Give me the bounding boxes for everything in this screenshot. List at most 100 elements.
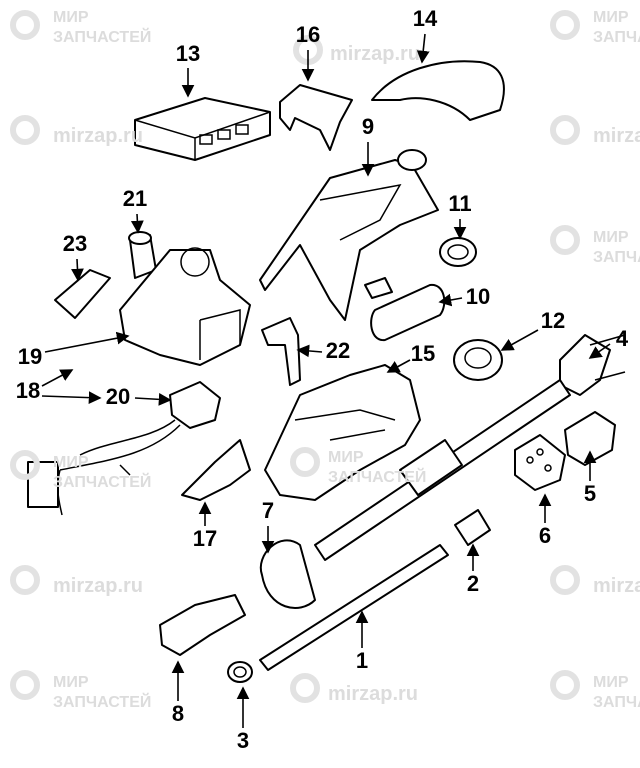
callout-3: 3 [236, 686, 250, 753]
callout-16: 16 [296, 22, 320, 82]
watermark-text: ЗАПЧАСТЕЙ [53, 692, 151, 711]
part-number-label: 12 [541, 308, 565, 333]
watermark-logo-icon [10, 10, 40, 40]
watermark-text: МИР [53, 454, 89, 471]
part-13-control-module [134, 97, 271, 161]
watermark-text: МИР [593, 674, 629, 691]
part-number-label: 11 [448, 191, 471, 216]
part-number-label: 15 [411, 341, 435, 366]
part-23-plate [54, 269, 111, 319]
callout-19: 19 [18, 331, 130, 369]
part-number-label: 18 [16, 378, 40, 403]
callout-9: 9 [361, 114, 375, 177]
part-9-column-bracket [259, 159, 439, 321]
watermark-logo-icon [550, 225, 580, 255]
watermark-text: ЗАПЧАСТЕЙ [593, 247, 640, 266]
part-19-lock-housing [119, 249, 251, 366]
callout-5: 5 [583, 450, 597, 506]
part-number-label: 7 [262, 498, 274, 523]
part-6-plate [514, 434, 566, 491]
watermark-text: ЗАПЧАСТЕЙ [328, 467, 426, 486]
watermark-text: ЗАПЧАСТЕЙ [593, 692, 640, 711]
callout-15: 15 [386, 341, 435, 373]
part-number-label: 19 [18, 344, 42, 369]
part-11-clamp [439, 237, 477, 267]
watermark-logo-icon [10, 450, 40, 480]
callout-6: 6 [538, 493, 552, 548]
part-14-upper-shroud [371, 60, 505, 121]
part-number-label: 6 [539, 523, 551, 548]
part-12-ring [453, 339, 503, 381]
callout-4: 4 [588, 326, 629, 359]
callout-17: 17 [193, 501, 217, 551]
callout-14: 14 [413, 6, 438, 64]
watermark-text: mirzap.ru [593, 125, 640, 147]
watermark-logo-icon [290, 673, 320, 703]
watermark-logo-icon [550, 670, 580, 700]
watermark-text: mirzap.ru [53, 575, 143, 597]
part-3-seal [227, 661, 253, 683]
part-number-label: 16 [296, 22, 320, 47]
part-number-label: 8 [172, 701, 184, 726]
watermark-logo-icon [550, 115, 580, 145]
callout-arrow [500, 329, 539, 351]
callout-21: 21 [123, 186, 147, 234]
watermark-text: МИР [593, 229, 629, 246]
part-10-lock-cylinder [370, 283, 446, 342]
callout-18: 18 [16, 369, 102, 405]
part-15-lower-shroud [264, 364, 421, 501]
part-number-label: 23 [63, 231, 87, 256]
callout-arrow [438, 293, 463, 307]
part-20-ignition-switch [169, 381, 221, 429]
part-number-label: 22 [326, 338, 350, 363]
watermark-logo-icon [550, 565, 580, 595]
part-4-yoke [559, 334, 611, 396]
callout-23: 23 [63, 231, 87, 282]
callout-arrow [588, 343, 611, 359]
callout-10: 10 [438, 284, 490, 309]
watermark-logo-icon [10, 115, 40, 145]
part-number-label: 9 [362, 114, 374, 139]
callout-7: 7 [261, 498, 275, 554]
part-number-label: 13 [176, 41, 200, 66]
watermark-text: mirzap.ru [328, 683, 418, 705]
part-2-coupling [454, 509, 491, 546]
watermark-text: ЗАПЧАСТЕЙ [593, 27, 640, 46]
callout-arrow [386, 359, 411, 373]
watermark-text: mirzap.ru [53, 125, 143, 147]
part-number-label: 3 [237, 728, 249, 753]
callout-12: 12 [500, 308, 565, 351]
part-number-label: 10 [466, 284, 490, 309]
watermark-text: МИР [53, 674, 89, 691]
watermark-logo-icon [550, 10, 580, 40]
callout-8: 8 [171, 660, 185, 726]
part-number-label: 17 [193, 526, 217, 551]
part-number-label: 21 [123, 186, 147, 211]
callout-arrow [416, 33, 430, 64]
callout-1: 1 [355, 610, 369, 673]
callout-arrow [134, 392, 172, 406]
callout-11: 11 [448, 191, 472, 240]
watermark-text: МИР [593, 9, 629, 26]
watermark-text: mirzap.ru [593, 575, 640, 597]
part-7-boot [259, 539, 316, 609]
part-5-bearing-housing [564, 411, 616, 466]
callout-2: 2 [466, 543, 480, 596]
callout-20: 20 [106, 384, 172, 409]
part-18-wiring-harness [57, 419, 181, 516]
part-8-universal-joint [159, 594, 246, 656]
watermark-logo-icon [290, 447, 320, 477]
part-16-cover [279, 84, 353, 151]
part-number-label: 20 [106, 384, 130, 409]
part-number-label: 5 [584, 481, 596, 506]
part-17-bracket [181, 439, 251, 501]
callout-arrow [44, 331, 130, 353]
watermark-text: ЗАПЧАСТЕЙ [53, 472, 151, 491]
callout-arrow [296, 344, 323, 358]
callout-arrow [130, 213, 144, 234]
watermark-logo-icon [10, 565, 40, 595]
part-number-label: 2 [467, 571, 479, 596]
callout-arrow [41, 391, 102, 405]
